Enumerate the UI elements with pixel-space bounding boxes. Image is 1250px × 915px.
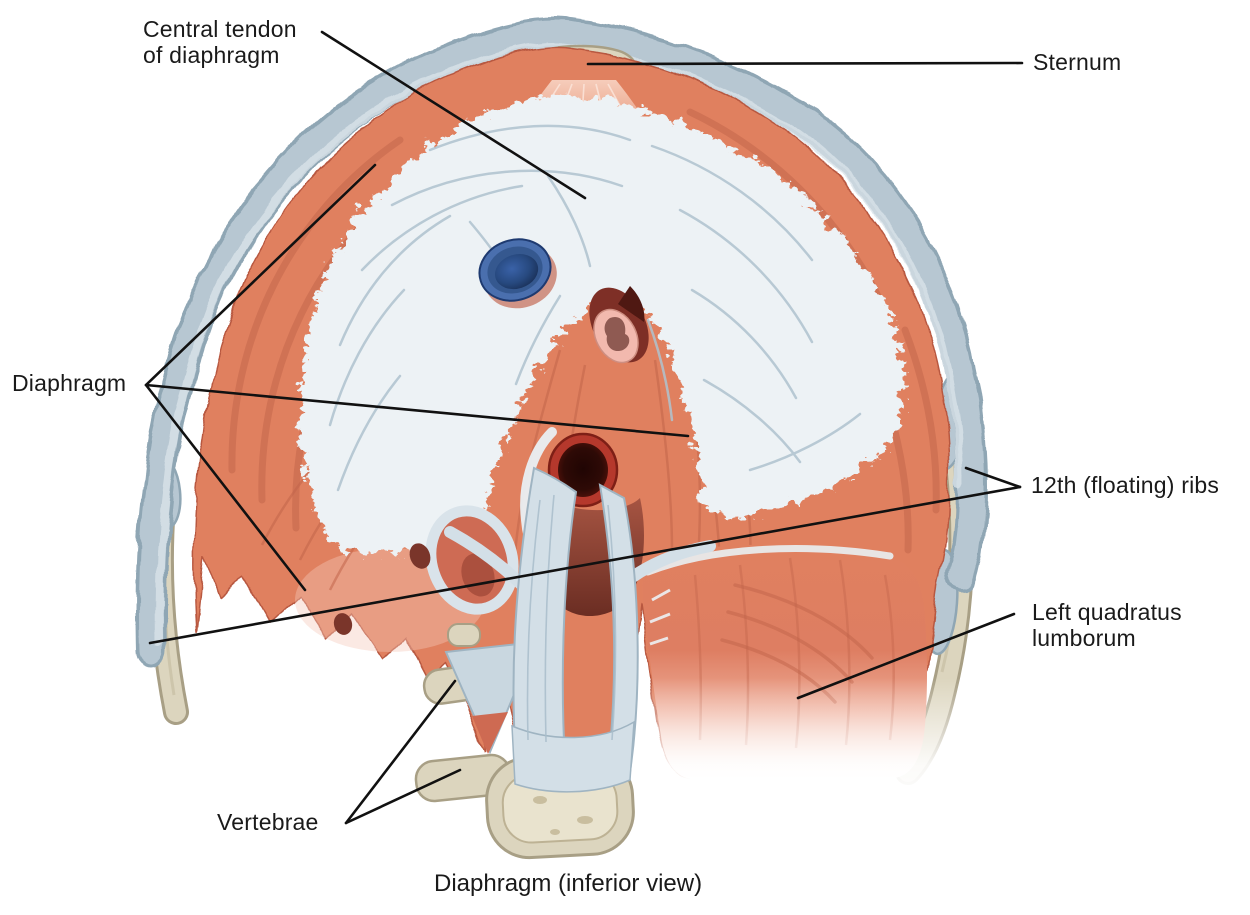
leader-diaphragm-3 [144, 383, 307, 592]
leader-diaphragm-1 [144, 163, 377, 387]
muscle-opening-hole [333, 613, 353, 635]
leader-central-tendon [320, 30, 587, 200]
caval-opening [478, 238, 557, 309]
label-floating-ribs: 12th (floating) ribs [1031, 472, 1220, 498]
tendon-fiber-lines [328, 124, 862, 492]
leader-vertebrae-1 [344, 679, 457, 825]
leader-vertebrae-2 [344, 768, 462, 825]
muscle-opening-hole [409, 543, 431, 569]
label-sternum: Sternum [1033, 49, 1122, 75]
leader-ribs-right [964, 466, 1022, 489]
leader-lines [144, 30, 1024, 825]
label-diaphragm: Diaphragm [12, 370, 127, 396]
label-central-tendon: Central tendon of diaphragm [143, 16, 297, 68]
leader-ribs-left [148, 485, 1022, 645]
bottom-fade [634, 678, 964, 823]
esophageal-hiatus [589, 286, 649, 364]
leader-diaphragm-2 [144, 383, 690, 438]
leader-sternum [586, 61, 1024, 66]
central-tendon [295, 89, 901, 551]
label-quadratus-lumborum: Left quadratus lumborum [1032, 599, 1182, 651]
figure-caption: Diaphragm (inferior view) [434, 870, 703, 897]
label-vertebrae: Vertebrae [217, 809, 319, 835]
leader-quadratus [796, 612, 1016, 700]
